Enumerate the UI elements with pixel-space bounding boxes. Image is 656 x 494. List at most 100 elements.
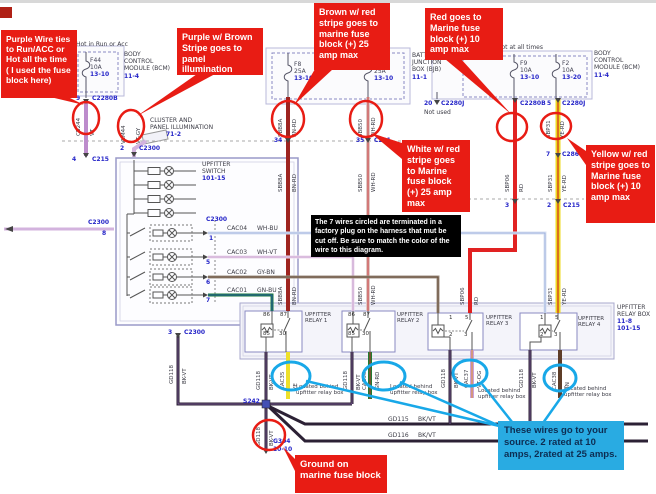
wire-color-label: BK-VT (454, 372, 460, 388)
switch-internals (126, 160, 208, 304)
wire-color-label: YE-RD (562, 288, 568, 305)
wire-color-label: RD (474, 296, 480, 305)
not-used-label: Not used (424, 109, 451, 116)
located-note: Located behind upfitter relay box (390, 384, 438, 397)
wire-color-label: BK-VT (269, 430, 275, 446)
connector-label: C2280J (441, 100, 465, 107)
wire-label: CAC02 (227, 269, 248, 276)
connector-label: C215 (92, 156, 109, 163)
relay-label: UPFITTER RELAY 1 (305, 312, 332, 325)
pin-label: 30 (362, 331, 369, 337)
note-cut-off-plug: The 7 wires circled are terminated in a … (311, 215, 461, 257)
relay-2 (346, 311, 371, 352)
s242-splice (261, 399, 271, 409)
pin-label: 86 (263, 312, 270, 318)
component-label: Hot in Run or Acc (76, 41, 128, 48)
wire-label: CAC37 (464, 369, 470, 388)
pin-label: 2 (540, 332, 544, 338)
wire-label: CAC03 (227, 249, 248, 256)
pin-label: 85 (348, 331, 355, 337)
callout-ground: Ground on marine fuse block (295, 455, 387, 493)
connector-pin: 20 (424, 100, 433, 107)
connector-pin: 4 (72, 156, 77, 163)
relay-3 (431, 313, 473, 350)
wire-color-label: BN-RD (292, 287, 298, 305)
pin-label: 1 (449, 315, 453, 321)
connector-label: C2300 (206, 216, 228, 223)
wire-color-label: WH-BU (257, 225, 278, 232)
ground-page-ref: 10-10 (273, 446, 293, 453)
wire-label: VLM44 (121, 125, 127, 144)
wire-color-label: BK-VT (182, 368, 188, 384)
wire-label: GD118 (256, 427, 262, 446)
pin-label: 30 (279, 331, 286, 337)
wire-label: SBB50 (358, 118, 364, 137)
wire-color-label: WH-VT (257, 249, 278, 256)
pin-label: 3 (554, 332, 558, 338)
connector-pin: 8 (102, 230, 107, 237)
wire-color-label: BK-VT (269, 374, 275, 390)
connector-pin: 5 (547, 100, 552, 107)
page-ref: 11-4 (594, 72, 610, 79)
wire-color-label: RD (519, 183, 525, 192)
wire-label: SBB50 (358, 286, 364, 305)
upfitter-switch-box (115, 157, 299, 326)
wire-label: CAC35 (280, 371, 286, 390)
component-label: UPFITTER SWITCH (202, 161, 231, 176)
wire-color-label: VT-OG (477, 370, 483, 388)
wire-color-label: VT (90, 128, 96, 136)
page-ref: 11-1 (412, 74, 428, 81)
component-label: Hot at all times (497, 44, 543, 51)
wire-color-label: BN (565, 382, 571, 390)
wire-label: GD118 (343, 371, 349, 390)
fuse-page-ref: 13-10 (294, 75, 314, 82)
connector-pin: 6 (206, 279, 211, 286)
connector-pin: 2 (120, 145, 125, 152)
pin-label: 1 (540, 315, 544, 321)
connector-label: C2280B (92, 95, 118, 102)
wire-color-label: BK/VT (418, 432, 436, 439)
connector-label: C286 (562, 151, 579, 158)
wire-label: SBB8A (278, 118, 284, 137)
rd-wire (468, 99, 517, 313)
pin-label: 3 (464, 332, 468, 338)
wire-label: GD118 (441, 369, 447, 388)
relay-label: UPFITTER RELAY 2 (397, 312, 424, 325)
connector-pin: 7 (206, 297, 211, 304)
upfitter-relay-box (239, 302, 615, 360)
callout-brown-red-stripe: Brown w/ red stripe goes to marine fuse … (314, 3, 390, 70)
located-note: Located behind upfitter relay box (478, 388, 526, 401)
wire-label: CAC38 (552, 371, 558, 390)
pin-label: 2 (449, 332, 453, 338)
page-ref: 71-2 (166, 131, 182, 138)
page-ref: 11-4 (124, 73, 140, 80)
pin-label: 5 (555, 315, 559, 321)
fuse-box-left (71, 45, 125, 97)
component-label: BODY CONTROL MODULE (BCM) (594, 50, 641, 72)
wire-label: CAC36 (362, 371, 368, 390)
pin-label: 5 (465, 315, 469, 321)
page-ref: 11-8 (617, 318, 633, 325)
connector-label: C2300 (88, 219, 110, 226)
wire-color-label: WH-RD (371, 117, 377, 137)
connector-pin: 7 (546, 151, 551, 158)
splice-label: 35 (356, 137, 365, 144)
wire-label: GD118 (169, 365, 175, 384)
wire-label: GD118 (519, 369, 525, 388)
relay-1 (260, 311, 291, 352)
fuse-page-ref: 13-20 (562, 74, 582, 81)
callout-purple-wire: Purple Wire ties to Run/ACC or Hot all t… (1, 30, 77, 98)
wire-color-label: YE (293, 383, 299, 390)
wire-label: SBP06 (460, 287, 466, 305)
component-label: CLUSTER AND PANEL ILLUMINATION (150, 117, 214, 132)
pin-label: 86 (348, 312, 355, 318)
wire-color-label: BK/VT (418, 416, 436, 423)
wire-color-label: BK-VT (532, 372, 538, 388)
relay-internals (260, 311, 561, 352)
wire-label: SBP31 (548, 287, 554, 305)
connector-pin: 5 (206, 259, 211, 266)
relay-4 (529, 313, 561, 350)
connector-pin: 2 (547, 202, 552, 209)
wire-color-label: GN-RD (375, 371, 381, 390)
